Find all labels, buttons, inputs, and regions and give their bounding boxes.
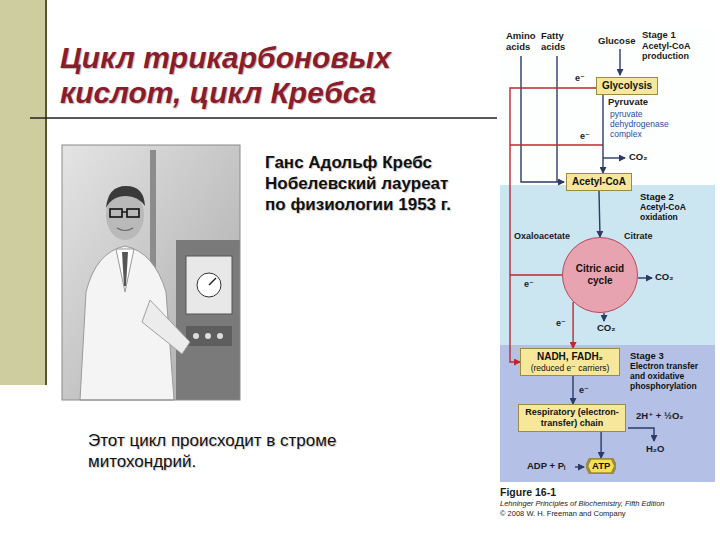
- text-label: Lehninger Principles of Biochemistry, Fi…: [500, 500, 665, 509]
- text-label: Fatty acids: [541, 30, 575, 52]
- text-label: 2H⁺ + ½O₂: [636, 411, 684, 422]
- text-label: Glucose: [598, 36, 636, 47]
- node-text: Stage 3: [630, 350, 714, 361]
- electron-arrow: [510, 88, 596, 362]
- text-label: CO₂: [655, 272, 673, 283]
- text-label: pyruvate dehydrogenase complex: [610, 109, 670, 139]
- text-label: Figure 16-1: [500, 486, 556, 498]
- node-text: Electron transfer and oxidative phosphor…: [630, 361, 714, 391]
- carrier-box: NADH, FADH₂(reduced e⁻ carriers): [520, 348, 620, 376]
- stage-ground: [500, 345, 715, 482]
- text-label: H₂O: [646, 444, 664, 455]
- atp-hexagon: ATP: [586, 458, 616, 474]
- node-text: NADH, FADH₂: [526, 351, 614, 363]
- text-label: Stage 1: [642, 30, 676, 41]
- text-label: Amino acids: [506, 30, 540, 52]
- process-box: Glycolysis: [596, 77, 658, 95]
- node-text: Citric acid cycle: [571, 263, 629, 287]
- flow-arrow: [602, 95, 603, 173]
- text-label: Этот цикл происходит в строме митохондри…: [88, 430, 388, 472]
- text-label: Acetyl-CoA production: [642, 41, 714, 61]
- node-text: (reduced e⁻ carriers): [526, 363, 614, 373]
- side-rule: [45, 0, 47, 385]
- node-text: Respiratory (electron-transfer) chain: [524, 407, 620, 429]
- text-label: ADP + Pᵢ: [527, 461, 565, 472]
- node-text: ATP: [592, 458, 610, 474]
- stage-ground: [500, 185, 715, 345]
- text-label: CO₂: [629, 152, 647, 163]
- stage-band: Stage 2Acetyl-CoA oxidationCitric acid c…: [500, 185, 715, 345]
- stage-ground: [500, 28, 715, 185]
- text-label: Ганс Адольф Кребс Нобелевский лауреат по…: [265, 152, 455, 215]
- process-box: Acetyl-CoA: [566, 173, 632, 191]
- text-label: Pyruvate: [608, 97, 648, 108]
- stage-caption: Stage 3Electron transfer and oxidative p…: [630, 350, 714, 391]
- text-label: e⁻: [580, 131, 590, 141]
- text-label: e⁻: [524, 279, 534, 289]
- node-text: Stage 2: [640, 191, 714, 202]
- text-label: © 2008 W. H. Freeman and Company: [500, 510, 626, 519]
- flow-arrow: [600, 432, 601, 458]
- slide-title: Цикл трикарбоновых кислот, цикл Кребса: [60, 40, 400, 110]
- electron-arrow: [572, 302, 573, 348]
- cycle-circle: Citric acid cycle: [562, 237, 638, 313]
- node-text: Acetyl-CoA oxidation: [640, 202, 714, 222]
- text-label: Oxaloacetate: [514, 231, 570, 241]
- hexagon-shape: [587, 458, 616, 473]
- text-label: e⁻: [556, 318, 566, 328]
- chain-box: Respiratory (electron-transfer) chain: [518, 404, 626, 432]
- stage-caption: Stage 2Acetyl-CoA oxidation: [640, 191, 714, 222]
- text-label: CO₂: [597, 323, 615, 334]
- node-text: Glycolysis: [602, 80, 652, 92]
- text-label: Citrate: [624, 231, 653, 241]
- node-text: Acetyl-CoA: [572, 176, 626, 188]
- portrait-photo: [62, 145, 240, 400]
- flow-arrow: [572, 376, 573, 404]
- side-bar: [0, 0, 45, 385]
- text-label: e⁻: [579, 385, 589, 395]
- title-rule: [30, 117, 497, 119]
- text-label: e⁻: [575, 73, 585, 83]
- flow-arrow: [599, 191, 600, 237]
